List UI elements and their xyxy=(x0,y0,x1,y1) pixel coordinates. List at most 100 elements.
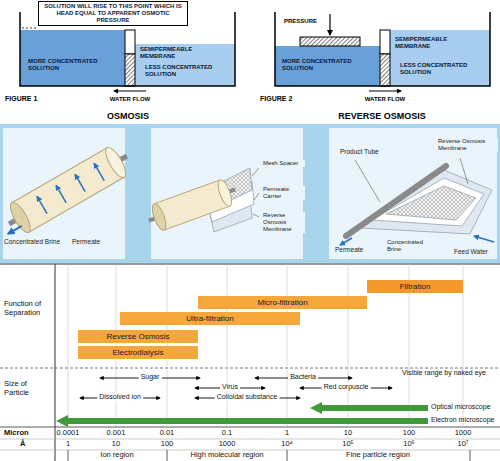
label-text: LESS CONCENTRATED SOLUTION xyxy=(145,64,229,78)
illustration-part xyxy=(369,91,401,92)
illustration-part xyxy=(0,124,500,263)
illustration-part xyxy=(340,238,352,245)
label-text: Dissolved ion xyxy=(97,393,143,401)
label-text: Electron microscope xyxy=(431,416,494,424)
illustration-part xyxy=(252,168,259,176)
label-text: SEMIPERMEABLE MEMBRANE xyxy=(140,46,210,60)
illustration-part xyxy=(68,264,69,427)
label-text: 0.001 xyxy=(107,429,126,438)
label-text: Reverse Osmosis Membrane xyxy=(261,212,305,233)
illustration-part xyxy=(460,158,468,184)
node-text: Micro-filtration xyxy=(257,298,307,307)
label-text: MORE CONCENTRATED SOLUTION xyxy=(282,58,374,72)
label-text: Ion region xyxy=(100,451,133,460)
label-text: LESS CONCENTRATED SOLUTION xyxy=(400,62,484,76)
label-text: Sugar xyxy=(139,373,162,381)
illustration-part xyxy=(0,141,135,241)
illustration-part xyxy=(0,427,500,428)
illustration-part xyxy=(329,128,497,259)
label-text: Product Tube xyxy=(338,148,381,155)
label-text: Concentrated Brine xyxy=(385,239,439,253)
illustration-part xyxy=(227,264,228,427)
node-text: SOLUTION WILL RISE TO THIS POINT WHICH I… xyxy=(42,3,184,24)
node-text: Ultra-filtration xyxy=(186,314,234,323)
label-text: 1 xyxy=(66,440,70,449)
label-text: Feed Water xyxy=(452,248,490,255)
illustration-part xyxy=(114,91,146,92)
separation-bar: Ultra-filtration xyxy=(120,312,300,325)
label-text: Concentrated Brine xyxy=(4,238,68,245)
label-text: 10⁶ xyxy=(403,440,414,449)
note-box: SOLUTION WILL RISE TO THIS POINT WHICH I… xyxy=(38,1,188,26)
node-text: Filtration xyxy=(400,282,431,291)
illustration-part xyxy=(37,196,47,213)
illustration-part xyxy=(346,166,446,236)
label-text: Size of Particle xyxy=(4,380,52,397)
illustration-part xyxy=(355,160,380,202)
illustration-part xyxy=(125,30,135,54)
label-text: 10 xyxy=(344,429,352,438)
illustration-part xyxy=(380,30,390,54)
label-text: PRESSURE xyxy=(284,18,317,25)
illustration-part xyxy=(144,176,240,234)
illustration-part xyxy=(348,264,349,427)
label-text: 1000 xyxy=(455,429,472,438)
illustration-part xyxy=(300,37,360,46)
illustration-part xyxy=(12,148,124,232)
illustration-part xyxy=(56,415,428,427)
illustration-part xyxy=(167,450,168,461)
illustration-part xyxy=(215,178,234,208)
label-text: MORE CONCENTRATED SOLUTION xyxy=(28,58,116,72)
label-text: Virus xyxy=(220,383,240,391)
label-text: Å xyxy=(20,440,25,449)
illustration-part xyxy=(150,202,169,232)
illustration-part xyxy=(68,450,470,461)
label-text: FIGURE 2 xyxy=(260,95,292,103)
illustration-part xyxy=(125,54,135,86)
label-text: 10⁴ xyxy=(281,440,293,449)
illustration-part xyxy=(68,264,463,427)
illustration-part xyxy=(75,174,85,191)
illustration-part xyxy=(254,193,259,200)
illustration-part xyxy=(275,46,380,86)
label-text: Fine particle region xyxy=(346,451,410,460)
label-text: 0.1 xyxy=(222,429,232,438)
label-text: Reverse Osmosis Membrane xyxy=(436,138,498,152)
illustration-part xyxy=(8,226,22,234)
illustration-part xyxy=(0,368,500,369)
label-text: SEMIPERMEABLE MEMBRANE xyxy=(395,36,465,50)
illustration-part xyxy=(470,450,471,461)
illustration-part xyxy=(372,178,484,226)
label-text: WATER FLOW xyxy=(365,96,406,103)
label-text: Mesh Spacer xyxy=(261,160,305,167)
illustration-part xyxy=(390,30,490,86)
label-text: 0.0001 xyxy=(57,429,80,438)
illustration-part xyxy=(329,14,330,35)
illustration-part xyxy=(7,200,34,235)
illustration-part xyxy=(102,145,129,180)
illustration-part xyxy=(474,236,494,242)
label-text: Permeate xyxy=(72,238,100,245)
separation-bar: Reverse Osmosis xyxy=(78,330,198,343)
illustration-part xyxy=(287,264,288,427)
illustration-part xyxy=(310,402,428,414)
label-text: 100 xyxy=(403,429,416,438)
label-text: 0.01 xyxy=(160,429,175,438)
separation-bar: Electrodialysis xyxy=(78,346,198,359)
label-text: Optical microscope xyxy=(431,403,491,411)
illustration-part xyxy=(22,28,36,29)
illustration-part xyxy=(68,450,69,461)
node-text: Electrodialysis xyxy=(112,348,163,357)
label-text: Visible range by naked eye xyxy=(402,369,492,377)
label-text: REVERSE OSMOSIS xyxy=(338,111,426,121)
label-text: FIGURE 1 xyxy=(5,95,37,103)
label-text: 1000 xyxy=(219,440,236,449)
label-text: Micron xyxy=(4,429,29,438)
label-text: 100 xyxy=(161,440,174,449)
label-text: OSMOSIS xyxy=(107,111,149,121)
illustration-part xyxy=(20,30,125,86)
illustration-part xyxy=(56,185,66,202)
label-text: Function of Separation xyxy=(4,300,52,317)
illustration-part xyxy=(253,214,259,217)
